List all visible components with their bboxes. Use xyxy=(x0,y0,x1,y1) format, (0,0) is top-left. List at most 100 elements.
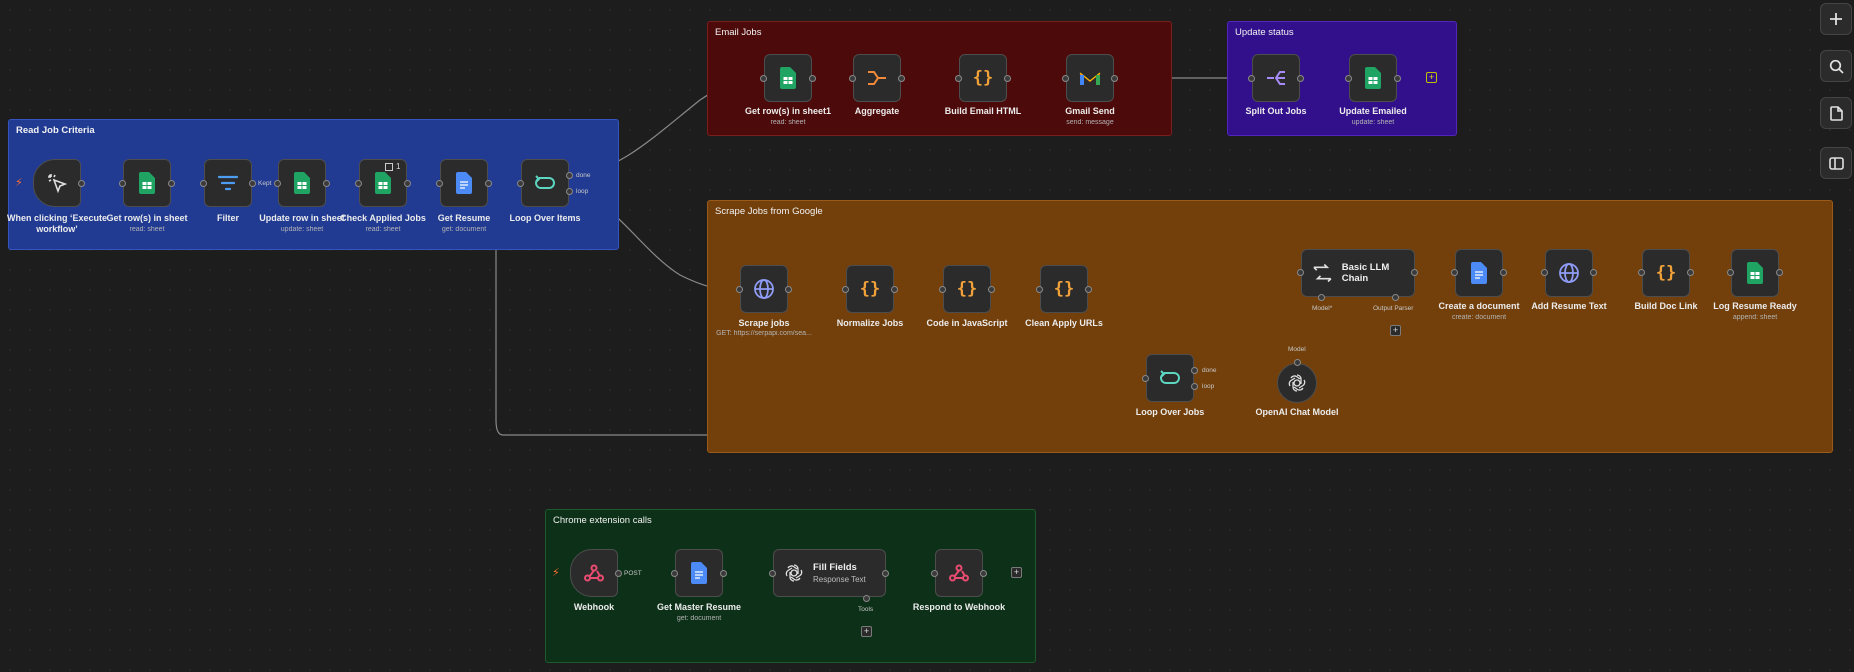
webhook-node[interactable] xyxy=(570,549,618,597)
input-handle[interactable] xyxy=(939,286,946,293)
normalize-jobs-node[interactable]: {} xyxy=(846,265,894,313)
output-handle[interactable] xyxy=(891,286,898,293)
output-parser-handle[interactable] xyxy=(1392,294,1399,301)
log-resume-ready-node[interactable] xyxy=(1731,249,1779,297)
input-handle[interactable] xyxy=(200,180,207,187)
output-handle[interactable] xyxy=(78,180,85,187)
check-applied-jobs-node[interactable] xyxy=(359,159,407,207)
input-handle[interactable] xyxy=(1142,375,1149,382)
output-handle-loop[interactable] xyxy=(1191,383,1198,390)
get-master-resume-node[interactable] xyxy=(675,549,723,597)
openai-chat-model-node[interactable] xyxy=(1277,363,1317,403)
input-handle[interactable] xyxy=(1541,269,1548,276)
tools-handle[interactable] xyxy=(863,595,870,602)
output-handle[interactable] xyxy=(485,180,492,187)
output-handle[interactable] xyxy=(980,570,987,577)
input-handle[interactable] xyxy=(1727,269,1734,276)
output-handle[interactable] xyxy=(720,570,727,577)
loop-over-items-node[interactable] xyxy=(521,159,569,207)
manual-trigger-node[interactable] xyxy=(33,159,81,207)
input-handle[interactable] xyxy=(119,180,126,187)
basic-llm-chain-node[interactable]: Basic LLM Chain xyxy=(1301,249,1415,297)
update-emailed-node[interactable] xyxy=(1349,54,1397,102)
output-handle[interactable] xyxy=(1004,75,1011,82)
add-node-toolbar-button[interactable] xyxy=(1820,3,1852,35)
get-resume-node[interactable] xyxy=(440,159,488,207)
group-scrape-jobs[interactable]: Scrape Jobs from Google xyxy=(707,200,1833,453)
node-label: Respond to Webhook xyxy=(912,602,1006,612)
output-handle[interactable] xyxy=(1085,286,1092,293)
input-handle[interactable] xyxy=(1638,269,1645,276)
update-row-node[interactable] xyxy=(278,159,326,207)
input-handle[interactable] xyxy=(436,180,443,187)
input-handle[interactable] xyxy=(769,570,776,577)
output-handle[interactable] xyxy=(988,286,995,293)
scrape-jobs-node[interactable] xyxy=(740,265,788,313)
add-node-button[interactable]: + xyxy=(1426,72,1437,83)
input-handle[interactable] xyxy=(736,286,743,293)
input-handle[interactable] xyxy=(931,570,938,577)
input-handle[interactable] xyxy=(842,286,849,293)
input-handle[interactable] xyxy=(955,75,962,82)
input-handle[interactable] xyxy=(355,180,362,187)
build-email-html-node[interactable]: {} xyxy=(959,54,1007,102)
get-rows-node[interactable] xyxy=(123,159,171,207)
output-handle[interactable] xyxy=(1776,269,1783,276)
output-handle[interactable] xyxy=(1687,269,1694,276)
filter-node[interactable] xyxy=(204,159,252,207)
output-handle[interactable] xyxy=(404,180,411,187)
add-tool-button[interactable]: + xyxy=(861,626,872,637)
plus-icon xyxy=(1830,13,1842,25)
output-handle[interactable] xyxy=(615,570,622,577)
respond-to-webhook-node[interactable] xyxy=(935,549,983,597)
output-handle[interactable] xyxy=(898,75,905,82)
input-handle[interactable] xyxy=(760,75,767,82)
aggregate-node[interactable] xyxy=(853,54,901,102)
output-handle[interactable] xyxy=(1411,269,1418,276)
output-handle[interactable] xyxy=(1590,269,1597,276)
fill-fields-node[interactable]: Fill Fields Response Text xyxy=(773,549,886,597)
input-handle[interactable] xyxy=(1248,75,1255,82)
add-resume-text-node[interactable] xyxy=(1545,249,1593,297)
add-output-parser-button[interactable]: + xyxy=(1390,325,1401,336)
model-output-handle[interactable] xyxy=(1294,359,1301,366)
output-handle[interactable] xyxy=(168,180,175,187)
create-document-node[interactable] xyxy=(1455,249,1503,297)
input-handle[interactable] xyxy=(849,75,856,82)
gmail-send-node[interactable] xyxy=(1066,54,1114,102)
output-handle[interactable] xyxy=(323,180,330,187)
node-label: Update Emailed xyxy=(1339,106,1407,116)
output-handle[interactable] xyxy=(809,75,816,82)
output-handle[interactable] xyxy=(1297,75,1304,82)
node-subtitle: update: sheet xyxy=(1351,119,1395,126)
model-input-handle[interactable] xyxy=(1318,294,1325,301)
output-handle-loop[interactable] xyxy=(566,188,573,195)
output-handle[interactable] xyxy=(785,286,792,293)
output-handle[interactable] xyxy=(882,570,889,577)
input-handle[interactable] xyxy=(274,180,281,187)
input-handle[interactable] xyxy=(1062,75,1069,82)
output-handle[interactable] xyxy=(1394,75,1401,82)
code-javascript-node[interactable]: {} xyxy=(943,265,991,313)
input-handle[interactable] xyxy=(517,180,524,187)
output-handle[interactable] xyxy=(249,180,256,187)
build-doc-link-node[interactable]: {} xyxy=(1642,249,1690,297)
get-rows-sheet1-node[interactable] xyxy=(764,54,812,102)
output-handle-done[interactable] xyxy=(1191,367,1198,374)
input-handle[interactable] xyxy=(1345,75,1352,82)
node-label: Gmail Send xyxy=(1065,106,1115,116)
templates-toolbar-button[interactable] xyxy=(1820,97,1852,129)
search-toolbar-button[interactable] xyxy=(1820,50,1852,82)
panel-toolbar-button[interactable] xyxy=(1820,147,1852,179)
output-handle-done[interactable] xyxy=(566,172,573,179)
input-handle[interactable] xyxy=(1036,286,1043,293)
output-handle[interactable] xyxy=(1111,75,1118,82)
split-out-jobs-node[interactable] xyxy=(1252,54,1300,102)
add-node-button[interactable]: + xyxy=(1011,567,1022,578)
clean-apply-urls-node[interactable]: {} xyxy=(1040,265,1088,313)
input-handle[interactable] xyxy=(671,570,678,577)
output-handle[interactable] xyxy=(1500,269,1507,276)
input-handle[interactable] xyxy=(1451,269,1458,276)
loop-over-jobs-node[interactable] xyxy=(1146,354,1194,402)
input-handle[interactable] xyxy=(1297,269,1304,276)
